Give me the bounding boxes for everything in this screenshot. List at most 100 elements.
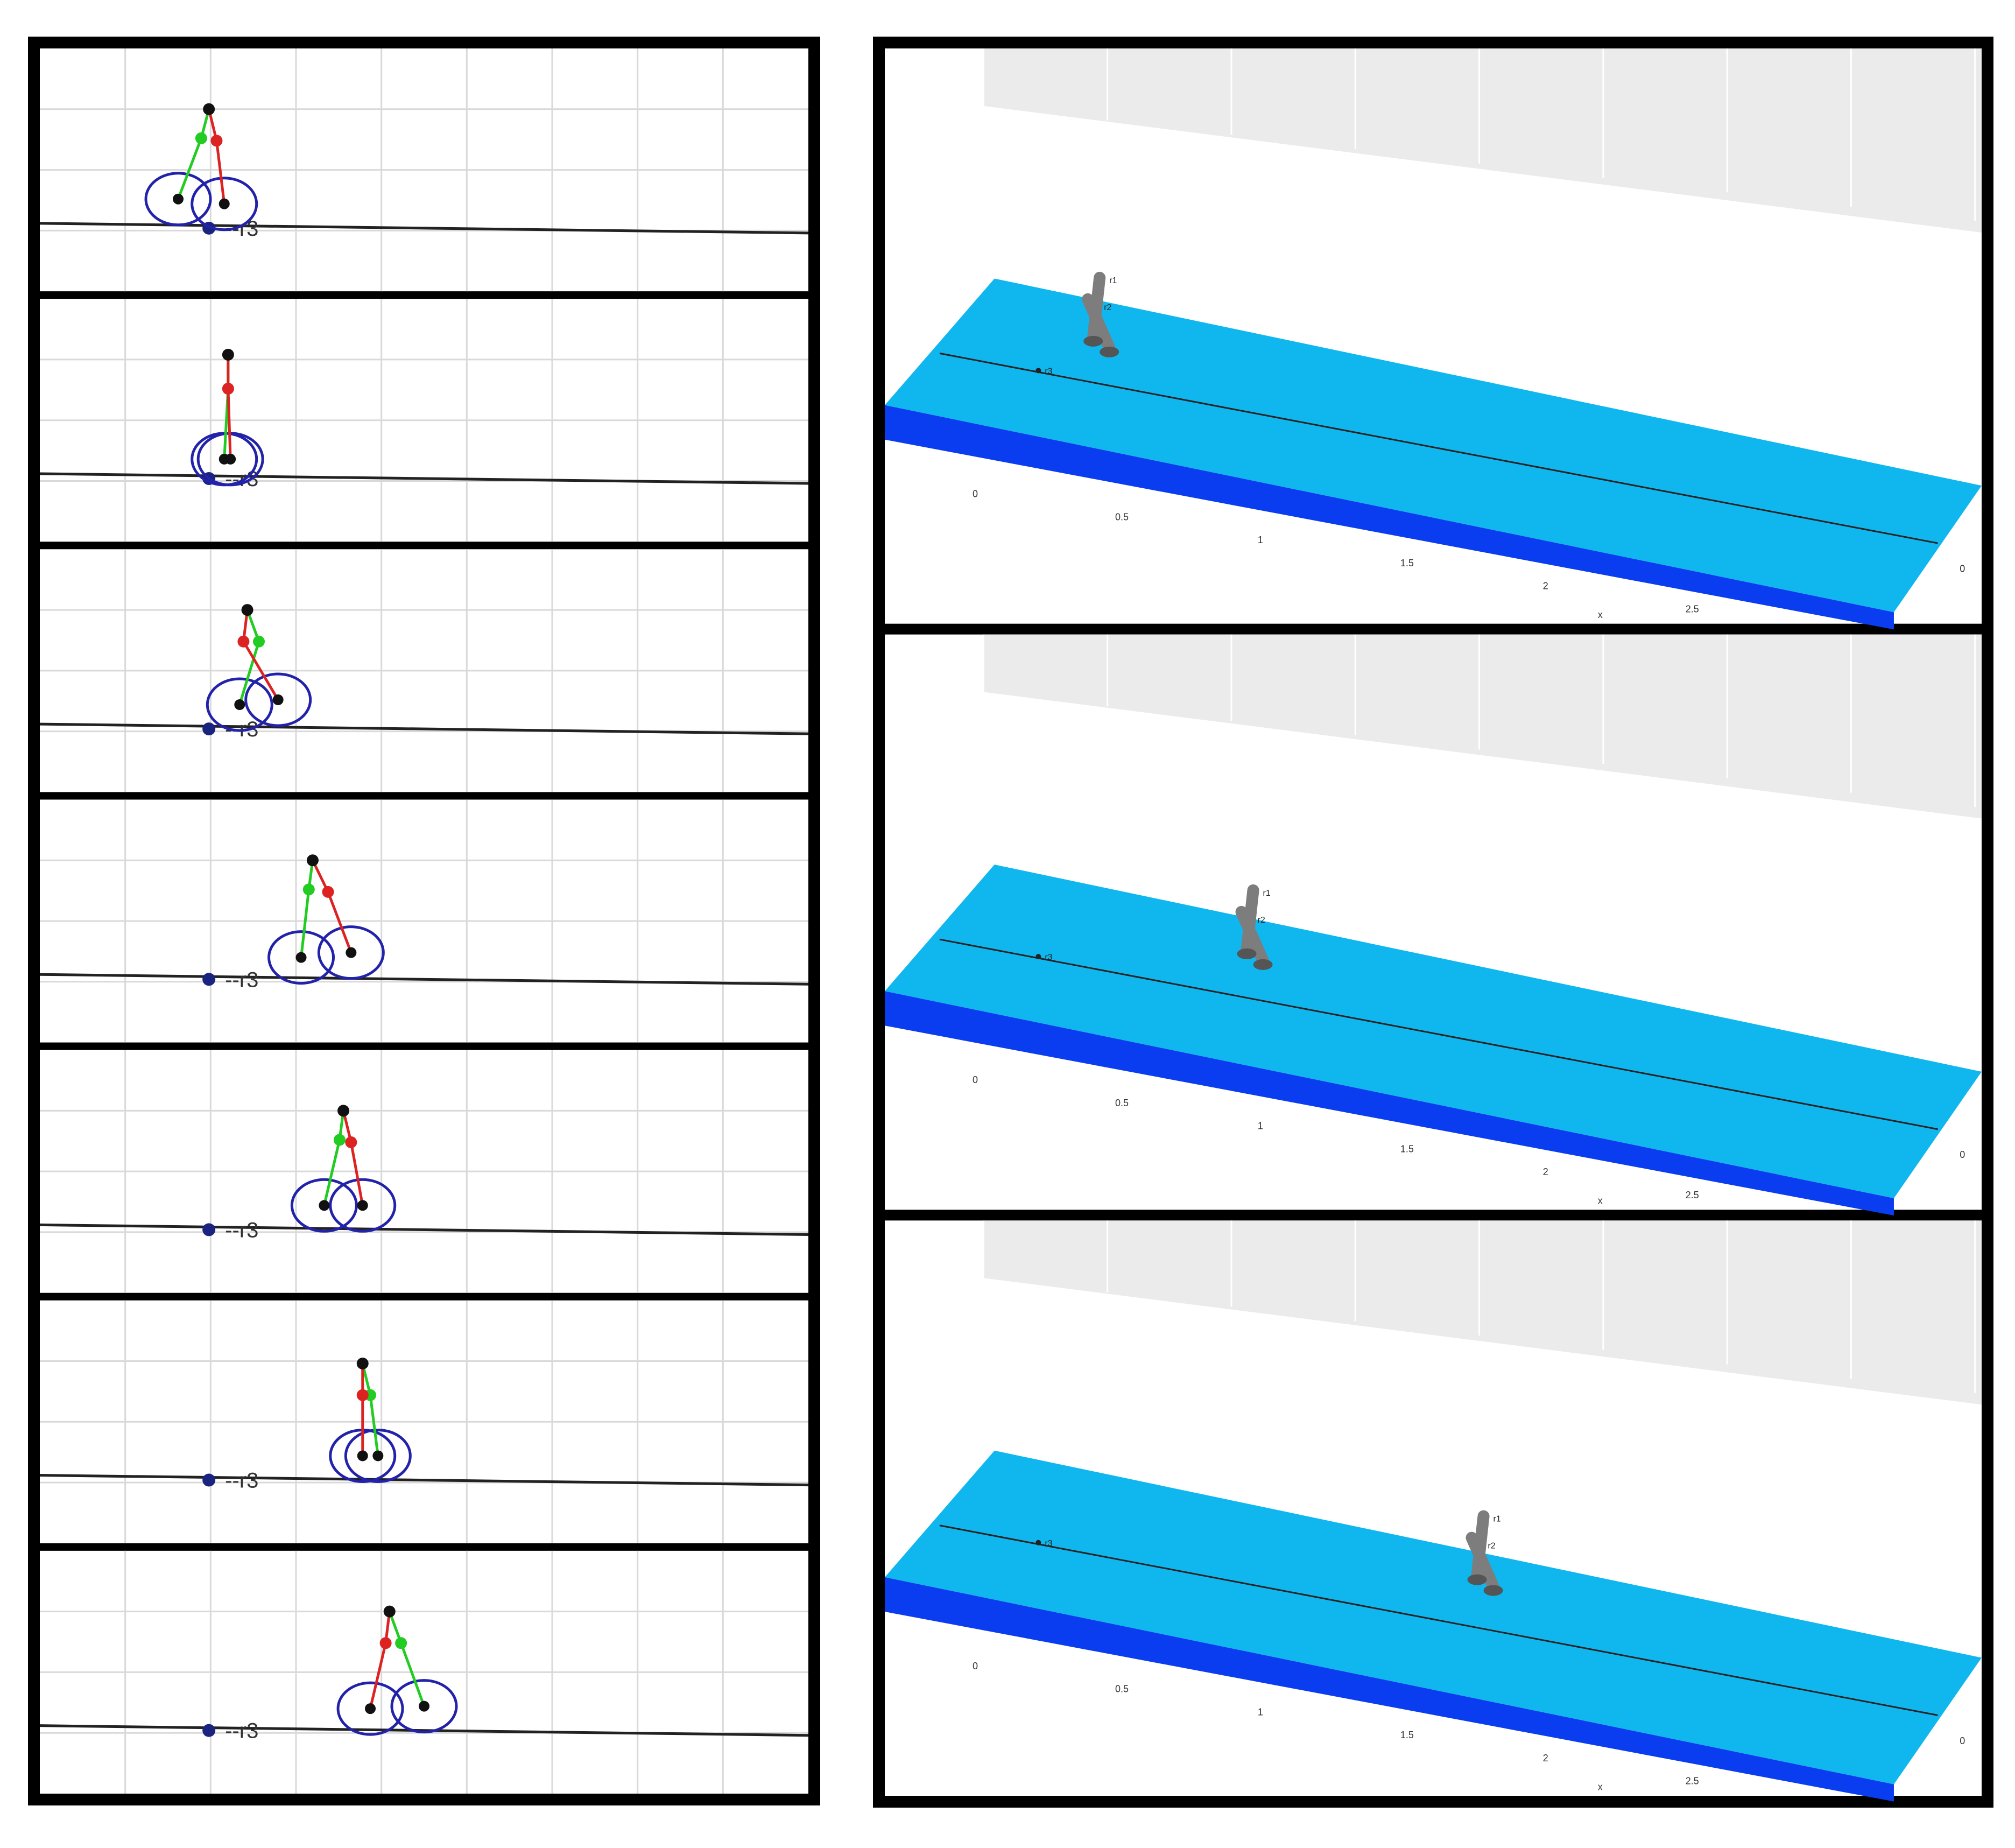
y-tick-label: 0 <box>1960 1149 1965 1160</box>
x-tick-label: 2.5 <box>1686 603 1699 614</box>
label-r2: r2 <box>1258 916 1265 925</box>
label-r3: r3 <box>1045 1539 1052 1548</box>
marker-r3 <box>1035 368 1041 374</box>
foot-right-joint <box>357 1200 368 1211</box>
y-tick-label: 0 <box>1960 563 1965 574</box>
hip-joint <box>203 103 215 115</box>
knee-right-joint <box>237 635 250 648</box>
left-frame-panel: --r3 <box>39 549 809 792</box>
x-axis-label: x <box>1598 609 1603 620</box>
x-tick-label: 0 <box>973 1661 978 1671</box>
hip-joint <box>383 1605 396 1618</box>
left-frame-panel: --r3 <box>39 1550 809 1794</box>
x-tick-label: 1.5 <box>1400 558 1414 568</box>
foot-3d-left <box>1083 335 1103 347</box>
marker-r3 <box>1035 1540 1041 1545</box>
knee-left-joint <box>333 1134 346 1146</box>
marker-label: --r3 <box>225 1469 258 1493</box>
x-tick-label: 1 <box>1258 1706 1263 1717</box>
wheel-right <box>244 672 312 727</box>
foot-right-joint <box>357 1450 368 1461</box>
x-axis-label: x <box>1598 1781 1603 1792</box>
floor-side <box>885 405 1894 630</box>
x-tick-label: 1.5 <box>1400 1730 1414 1740</box>
knee-left-joint <box>302 883 315 896</box>
foot-3d-right <box>1253 959 1273 970</box>
foot-3d-left <box>1467 1574 1487 1585</box>
label-r2: r2 <box>1488 1542 1496 1551</box>
wheel-right <box>329 1178 397 1233</box>
wheel-left <box>344 1428 412 1483</box>
x-tick-label: 0.5 <box>1115 511 1129 522</box>
foot-right-joint <box>225 453 236 465</box>
wheel-left <box>290 1178 358 1233</box>
back-wall <box>983 634 1982 819</box>
wheel-left <box>267 930 335 985</box>
marker-dot <box>202 1223 216 1236</box>
ground-line <box>39 973 809 986</box>
knee-left-joint <box>195 132 207 144</box>
x-tick-label: 2 <box>1543 581 1548 592</box>
wheel-left <box>390 1679 458 1734</box>
label-r1: r1 <box>1263 889 1271 898</box>
hip-joint <box>241 604 253 616</box>
wheel-left <box>206 677 273 732</box>
floor-top <box>885 865 1982 1198</box>
label-r3: r3 <box>1045 953 1052 962</box>
walking-line <box>939 938 1938 1130</box>
marker-label: --r3 <box>225 1218 258 1242</box>
left-frame-panel: --r3 <box>39 1300 809 1543</box>
marker-dot <box>202 1473 216 1487</box>
marker-dot <box>202 1724 216 1737</box>
ground-line <box>39 1724 809 1737</box>
knee-right-joint <box>345 1136 357 1149</box>
hip-joint <box>222 348 234 361</box>
wheel-right <box>191 177 258 231</box>
leg-3d-right <box>1235 905 1269 966</box>
foot-3d-right <box>1100 346 1119 357</box>
walking-line <box>939 1524 1938 1716</box>
ground-line <box>39 1474 809 1487</box>
ground-line <box>39 472 809 485</box>
back-wall <box>983 1220 1982 1405</box>
leg-3d-right <box>1082 293 1116 354</box>
marker-dot <box>202 722 216 736</box>
knee-left-joint <box>252 635 265 648</box>
floor-top <box>885 1450 1982 1784</box>
foot-3d-right <box>1483 1585 1503 1596</box>
foot-left-joint <box>234 699 245 711</box>
hip-joint <box>337 1105 350 1117</box>
foot-left-joint <box>319 1200 330 1211</box>
x-tick-label: 1 <box>1258 535 1263 545</box>
knee-right-joint <box>222 383 234 395</box>
x-tick-label: 0.5 <box>1115 1098 1129 1108</box>
knee-right-joint <box>356 1389 369 1401</box>
x-tick-label: 0 <box>973 1074 978 1085</box>
x-tick-label: 1.5 <box>1400 1143 1414 1154</box>
foot-left-joint <box>419 1701 429 1712</box>
knee-right-joint <box>210 135 223 147</box>
x-tick-label: 1 <box>1258 1121 1263 1132</box>
wheel-left <box>144 172 212 227</box>
knee-right-joint <box>322 886 334 898</box>
foot-left-joint <box>173 193 184 205</box>
x-tick-label: 0 <box>973 489 978 500</box>
left-frame-panel: --r3 <box>39 1050 809 1293</box>
x-tick-label: 2.5 <box>1686 1776 1699 1787</box>
marker-dot <box>202 973 216 986</box>
hip-joint <box>306 854 319 867</box>
left-frame-panel: --r3 <box>39 299 809 542</box>
left-frame-panel: --r3 <box>39 799 809 1043</box>
wheel-right <box>336 1681 404 1736</box>
knee-right-joint <box>379 1637 392 1649</box>
walking-line <box>939 352 1938 544</box>
x-tick-label: 0.5 <box>1115 1684 1129 1695</box>
label-r1: r1 <box>1493 1515 1501 1524</box>
back-wall <box>983 48 1982 233</box>
foot-right-joint <box>346 947 357 958</box>
floor-top <box>885 278 1982 613</box>
